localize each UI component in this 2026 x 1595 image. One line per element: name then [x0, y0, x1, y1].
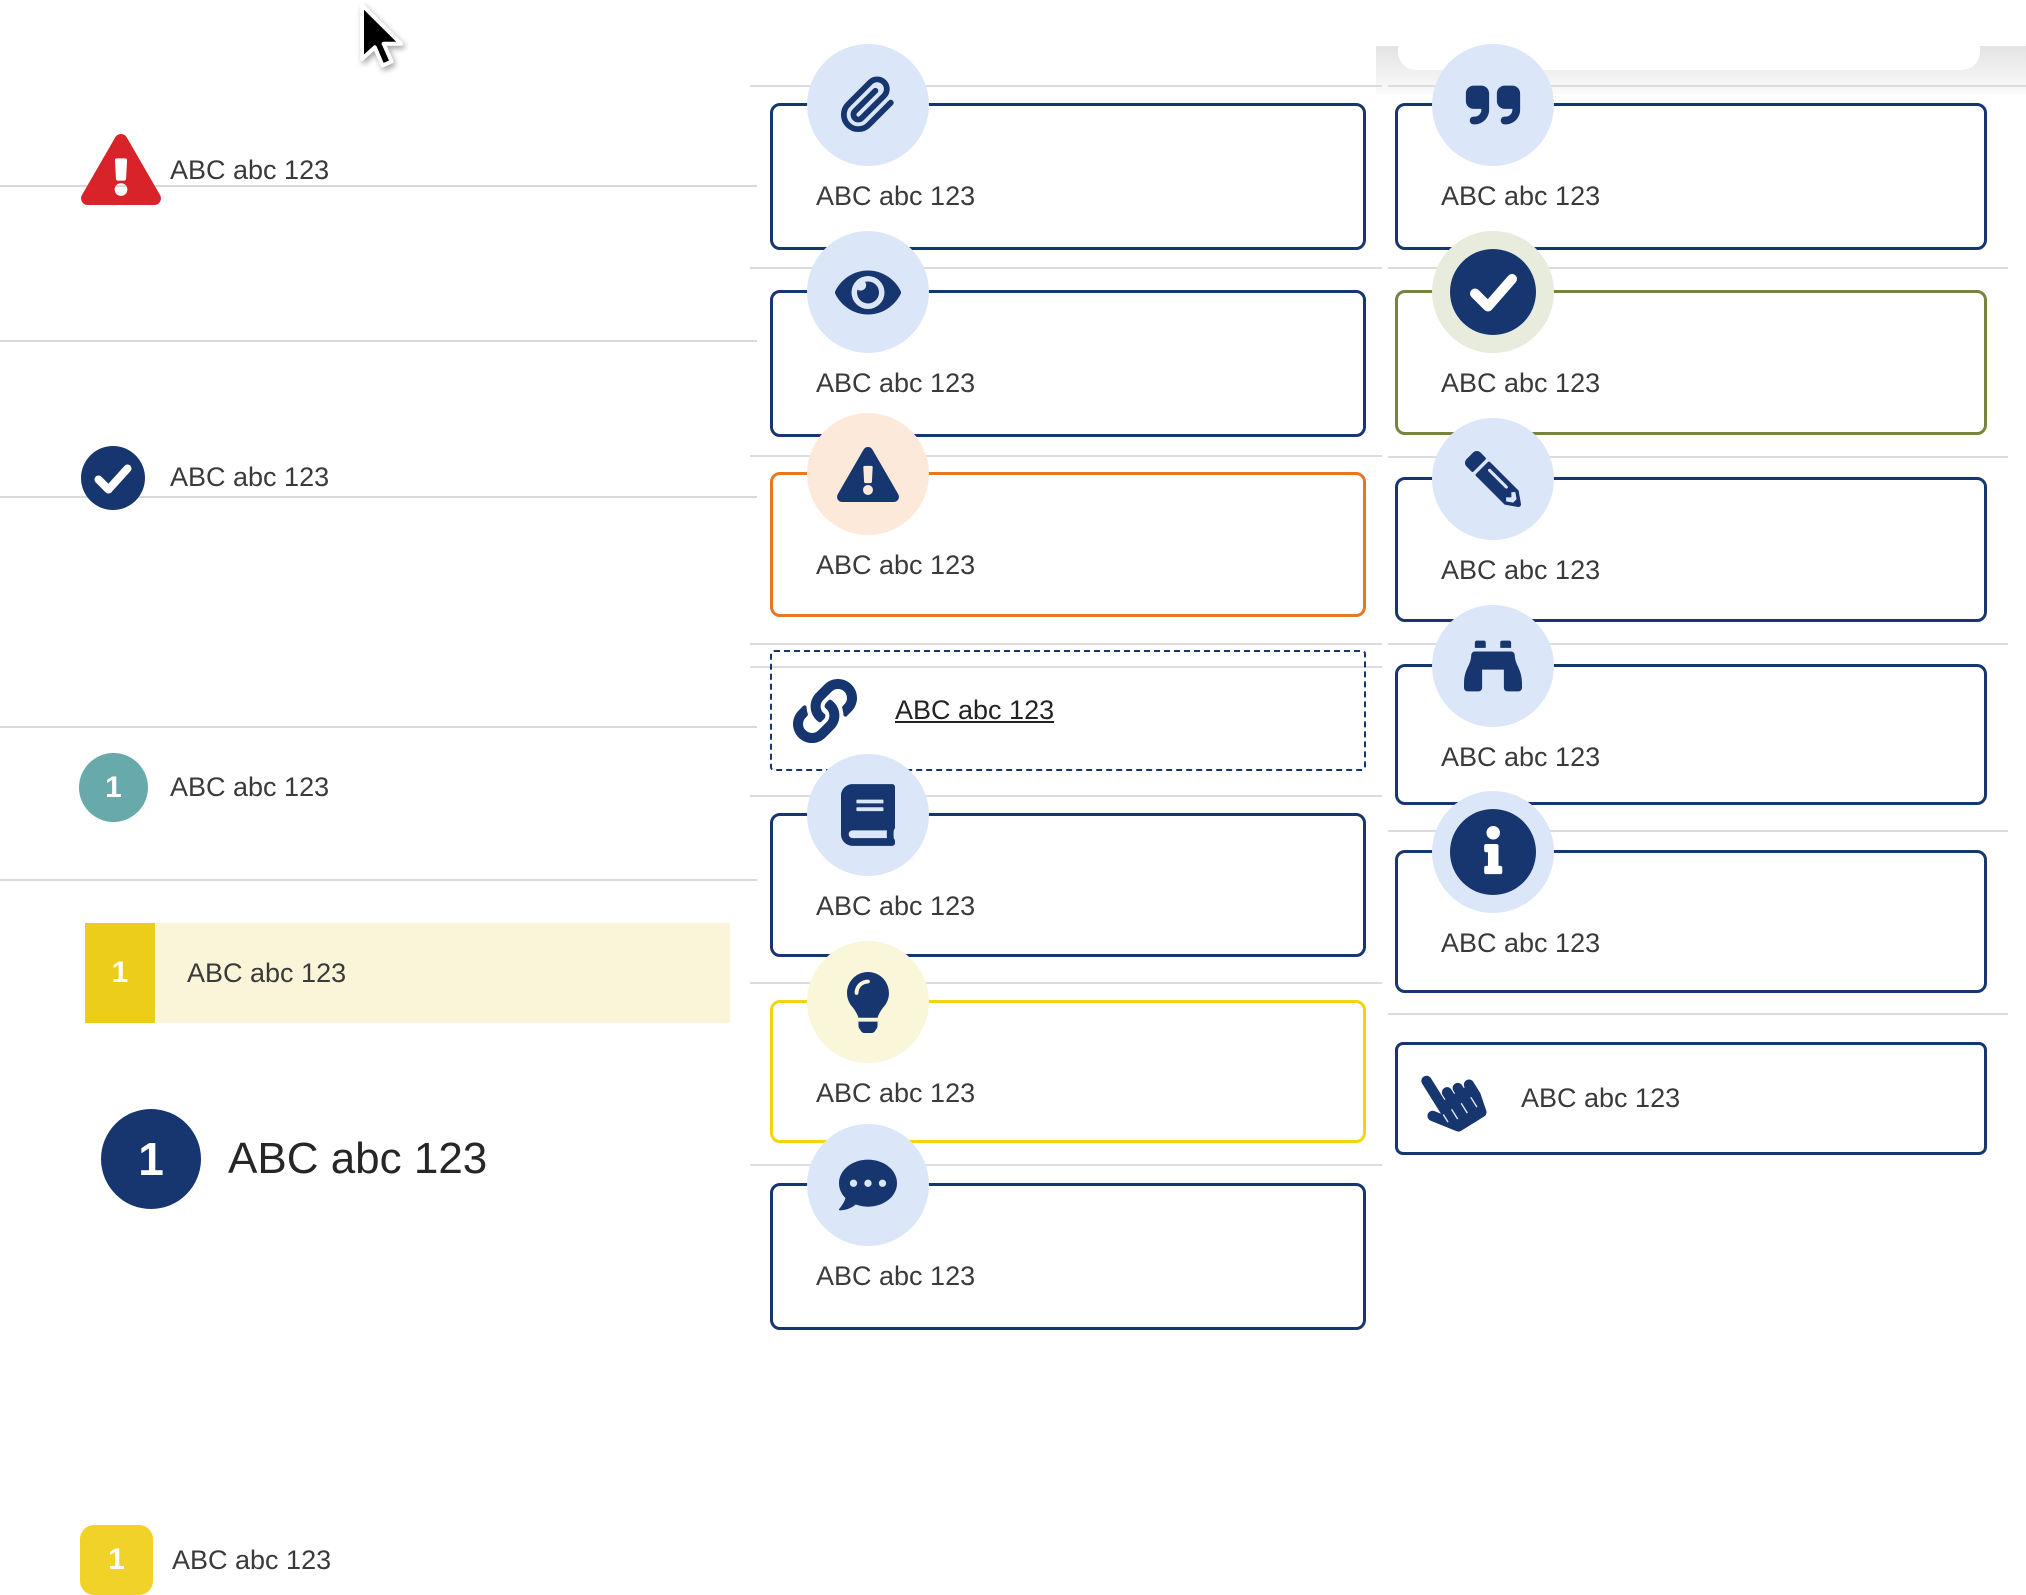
list-item-step-yellow[interactable]: 1 ABC abc 123	[0, 755, 757, 1595]
row-separator	[750, 1164, 1382, 1166]
list-item-step-highlighted[interactable]: 1 ABC abc 123	[85, 923, 730, 1023]
hand-pointer-icon	[1421, 1075, 1487, 1132]
callout-label: ABC abc 123	[816, 1261, 976, 1291]
callout-discussion: ABC abc 123	[770, 1124, 1366, 1330]
callout-success: ABC abc 123	[1395, 231, 1987, 435]
lightbulb-icon-circle	[807, 941, 929, 1063]
callout-warning: ABC abc 123	[770, 413, 1366, 617]
callout-info: ABC abc 123	[1395, 791, 1987, 993]
callout-view: ABC abc 123	[770, 231, 1366, 437]
list-item-check[interactable]: ABC abc 123	[0, 215, 757, 510]
pencil-icon-circle	[1432, 418, 1554, 540]
number-badge-yellow: 1	[80, 1525, 153, 1595]
row-separator	[750, 643, 1382, 645]
quote-right-icon	[1465, 85, 1521, 125]
info-circle-icon	[1450, 809, 1536, 895]
callout-label: ABC abc 123	[816, 891, 976, 921]
eye-icon	[835, 270, 901, 314]
component-style-guide-page: { "palette": { "navy": "#17366f", "light…	[0, 3, 2026, 1595]
callout-label: ABC abc 123	[1441, 368, 1601, 398]
row-separator	[1388, 85, 2026, 87]
row-separator	[750, 666, 1382, 668]
chat-dots-icon	[839, 1159, 897, 1211]
callout-label: ABC abc 123	[816, 1078, 976, 1108]
check-circle-icon	[81, 446, 145, 510]
number-badge-navy-large: 1	[101, 1109, 201, 1209]
row-separator	[750, 85, 1382, 87]
divider	[0, 496, 757, 498]
book-icon-circle	[807, 754, 929, 876]
quote-icon-circle	[1432, 44, 1554, 166]
eye-icon-circle	[807, 231, 929, 353]
callout-label: ABC abc 123	[1441, 181, 1601, 211]
callout-label: ABC abc 123	[1521, 1083, 1681, 1113]
row-separator	[1388, 643, 2008, 645]
callout-label: ABC abc 123	[1441, 742, 1601, 772]
callout-attachment: ABC abc 123	[770, 44, 1366, 250]
row-separator	[750, 982, 1382, 984]
book-icon	[841, 784, 895, 846]
pencil-icon	[1465, 451, 1521, 507]
callout-label: ABC abc 123	[816, 368, 976, 398]
number-badge-teal: 1	[79, 753, 148, 822]
callout-edit: ABC abc 123	[1395, 418, 1987, 622]
list-item-label: ABC abc 123	[170, 155, 330, 185]
mouse-cursor	[360, 3, 403, 68]
callout-explore: ABC abc 123	[1395, 605, 1987, 805]
divider	[0, 185, 757, 187]
list-item-label: ABC abc 123	[170, 462, 330, 492]
list-item-step-heading[interactable]: 1 ABC abc 123	[0, 545, 757, 1209]
callout-quote: ABC abc 123	[1395, 44, 1987, 250]
row-separator	[750, 795, 1382, 797]
callout-tip: ABC abc 123	[770, 941, 1366, 1143]
divider	[0, 340, 757, 342]
binoculars-icon-circle	[1432, 605, 1554, 727]
divider	[0, 879, 757, 881]
list-item-label: ABC abc 123	[170, 772, 330, 802]
row-separator	[750, 455, 1382, 457]
binoculars-icon	[1464, 640, 1522, 692]
row-separator	[1388, 456, 2008, 458]
warning-triangle-icon	[837, 446, 899, 502]
paperclip-icon-circle	[807, 44, 929, 166]
lightbulb-icon	[847, 971, 889, 1033]
callout-label: ABC abc 123	[816, 181, 976, 211]
row-separator	[750, 267, 1382, 269]
paperclip-icon	[840, 76, 894, 133]
list-item-step-teal[interactable]: 1 ABC abc 123	[0, 370, 757, 822]
chat-icon-circle	[807, 1124, 929, 1246]
list-item-alert[interactable]: ABC abc 123	[0, 60, 757, 205]
callout-link: ABC abc 123	[770, 650, 1366, 771]
callout-reference: ABC abc 123	[770, 754, 1366, 957]
row-separator	[1388, 267, 2008, 269]
callout-box-dashed	[770, 650, 1366, 771]
list-item-label: ABC abc 123	[172, 1545, 332, 1575]
alert-triangle-icon	[81, 134, 161, 205]
divider	[0, 726, 757, 728]
callout-action: ABC abc 123	[1395, 1042, 1987, 1155]
callout-label: ABC abc 123	[1441, 928, 1601, 958]
row-separator	[1388, 1013, 2008, 1015]
callout-link-text[interactable]: ABC abc 123	[895, 695, 1055, 725]
success-icon-circle	[1432, 231, 1554, 353]
list-item-label: ABC abc 123	[187, 958, 347, 988]
link-icon	[793, 678, 857, 743]
callout-label: ABC abc 123	[816, 550, 976, 580]
callout-box	[1395, 1042, 1987, 1155]
callout-label: ABC abc 123	[1441, 555, 1601, 585]
warning-icon-circle	[807, 413, 929, 535]
info-icon-circle	[1432, 791, 1554, 913]
check-circle-icon	[1450, 249, 1536, 335]
row-separator	[1388, 830, 2008, 832]
number-badge-gold: 1	[85, 923, 155, 1023]
list-item-heading: ABC abc 123	[228, 1134, 488, 1183]
